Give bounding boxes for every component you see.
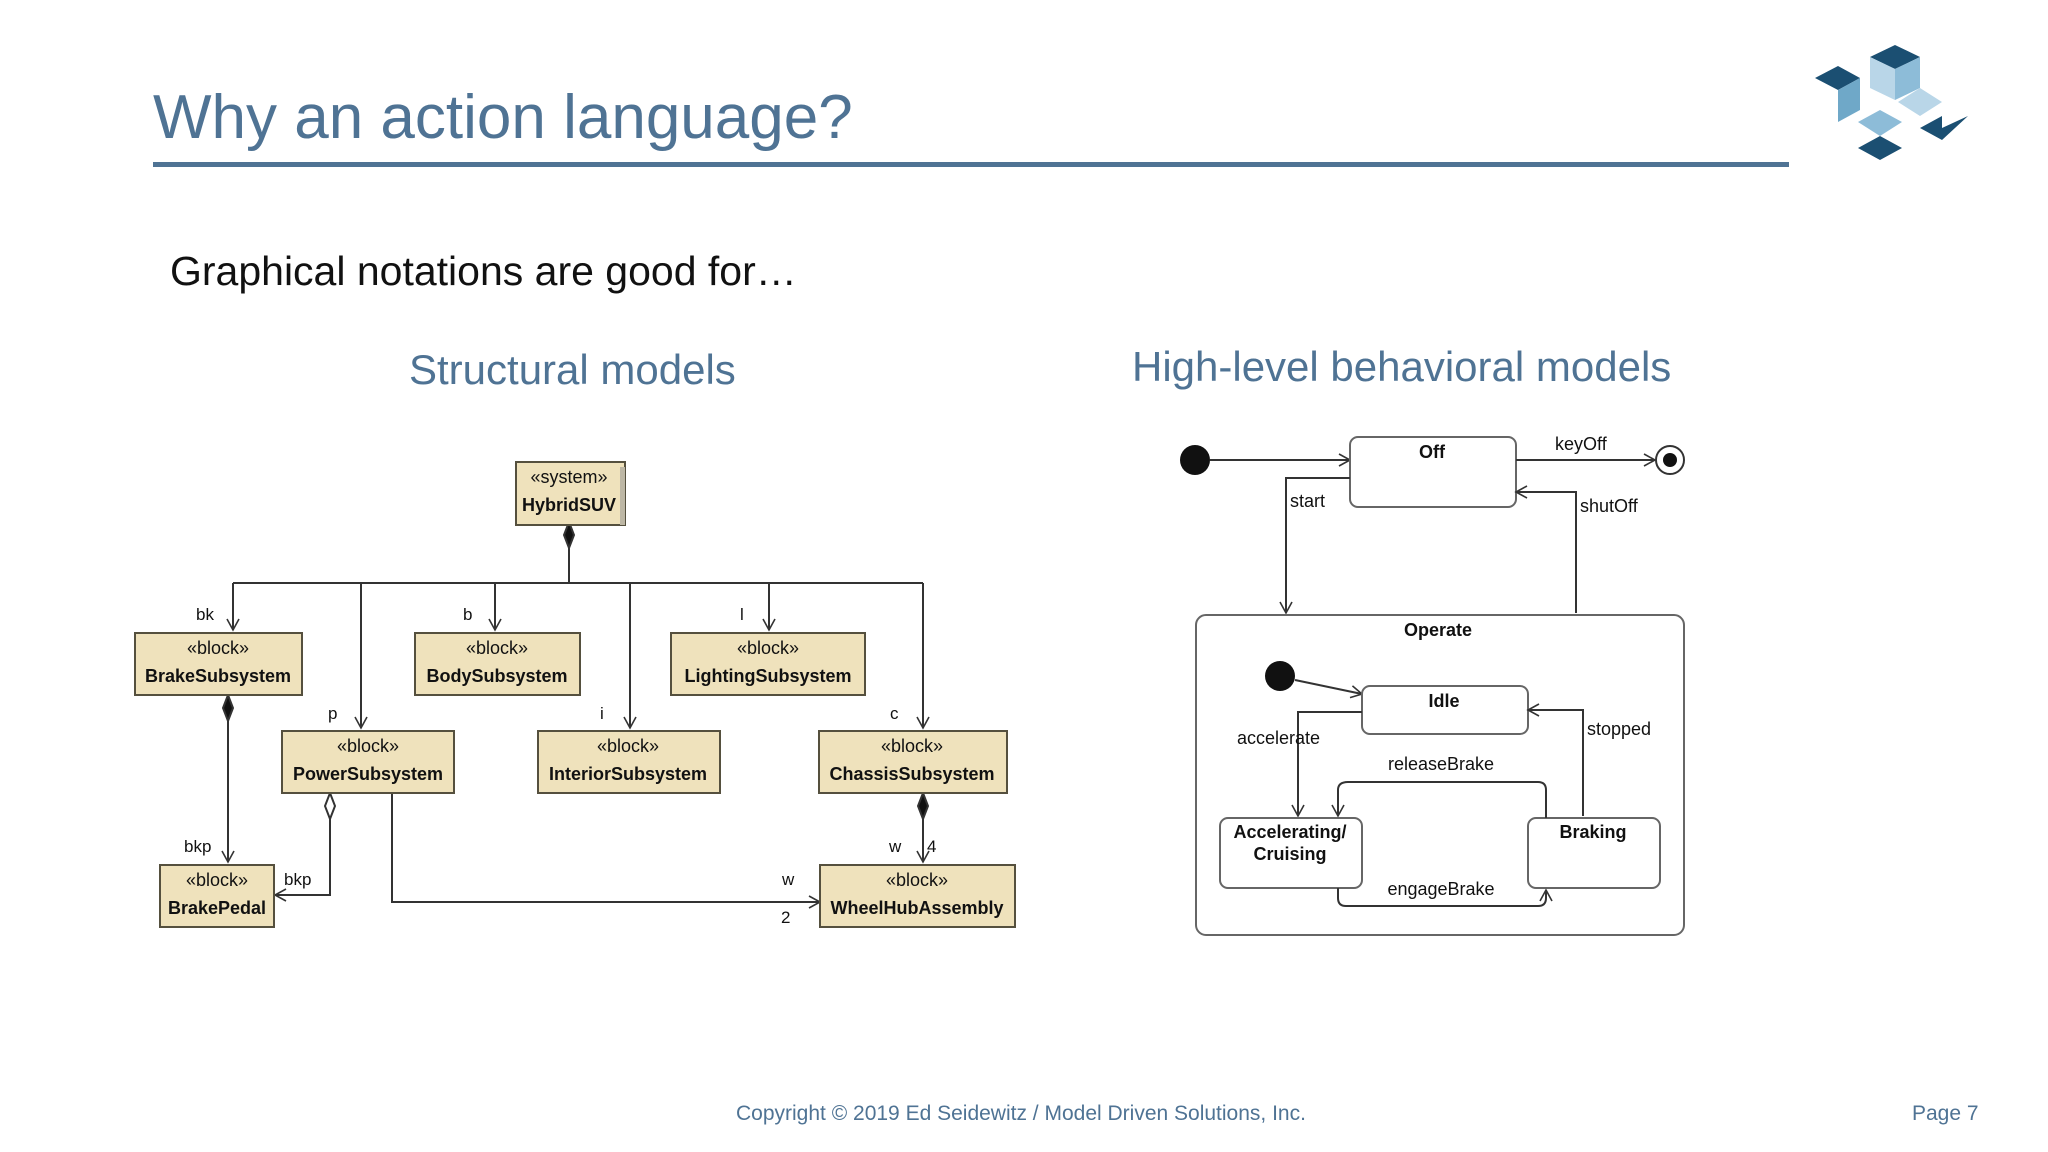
composition-diamond (562, 519, 576, 551)
block-stereotype: «block» (881, 736, 943, 756)
role-label: bk (196, 605, 214, 624)
logo-tile-right-upper (1898, 88, 1942, 116)
state-accelerating (1219, 817, 1363, 889)
block-stereotype: «block» (186, 870, 248, 890)
block-name: PowerSubsystem (293, 764, 443, 784)
block-powersubsystem: «block» PowerSubsystem (281, 730, 455, 794)
transition-label: accelerate (1237, 728, 1320, 748)
block-stereotype: «block» (187, 638, 249, 658)
state-operate-label: Operate (1404, 620, 1472, 640)
transition-stopped (1526, 703, 1584, 816)
transition-releasebrake (1331, 781, 1547, 818)
transition-label: keyOff (1555, 434, 1608, 454)
page-number: Page 7 (1912, 1102, 1979, 1125)
state-braking (1527, 817, 1661, 889)
final-state-dot (1663, 453, 1677, 467)
role-label: bkp (284, 870, 311, 889)
brake-diamond (221, 692, 235, 724)
chassis-diamond (916, 790, 930, 822)
block-stereotype: «block» (597, 736, 659, 756)
inner-initial-state (1265, 661, 1295, 691)
block-name: HybridSUV (522, 495, 616, 515)
block-stereotype: «block» (337, 736, 399, 756)
slide-title: Why an action language? (153, 83, 853, 152)
company-logo (1815, 45, 1968, 160)
state-off (1349, 436, 1517, 508)
block-hybridsuv: «system» HybridSUV (515, 461, 626, 526)
transition-shutoff (1514, 485, 1577, 613)
transition-accelerate (1291, 711, 1362, 818)
transition-inner-initial (1294, 679, 1364, 699)
logo-tile-center-right (1895, 57, 1920, 100)
block-wheelhubassembly: «block» WheelHubAssembly (819, 864, 1016, 928)
block-brakepedal: «block» BrakePedal (159, 864, 275, 928)
logo-tile-center (1870, 57, 1895, 100)
block-bodysubsystem: «block» BodySubsystem (414, 632, 581, 696)
transition-label: engageBrake (1387, 879, 1494, 899)
behavioral-heading: High-level behavioral models (1132, 343, 1672, 390)
role-label: bkp (184, 837, 211, 856)
logo-tile-bottom-dark (1858, 136, 1902, 160)
structural-heading: Structural models (409, 346, 736, 393)
role-label: c (890, 704, 899, 723)
state-off-label: Off (1419, 442, 1446, 462)
block-name: BodySubsystem (426, 666, 567, 686)
transition-start (1279, 477, 1350, 615)
state-accelerating-label: Accelerating/ (1233, 822, 1346, 842)
logo-tile-left (1815, 66, 1860, 90)
block-name: BrakePedal (168, 898, 266, 918)
block-name: ChassisSubsystem (829, 764, 994, 784)
bullet-text: Graphical notations are good for… (170, 248, 797, 294)
initial-state (1180, 445, 1210, 475)
role-label: w (888, 837, 902, 856)
block-chassissubsystem: «block» ChassisSubsystem (818, 730, 1008, 794)
state-idle-label: Idle (1428, 691, 1459, 711)
role-label: i (600, 704, 604, 723)
transition-label: stopped (1587, 719, 1651, 739)
link-power-pedal (273, 819, 331, 902)
link-power-wheel (391, 793, 822, 909)
title-underline (153, 162, 1789, 167)
state-machine-diagram (1180, 436, 1685, 936)
block-stereotype: «system» (530, 467, 607, 487)
state-cruising-label: Cruising (1253, 844, 1326, 864)
block-interiorsubsystem: «block» InteriorSubsystem (537, 730, 721, 794)
power-open-diamond (323, 790, 337, 822)
block-name: BrakeSubsystem (145, 666, 291, 686)
copyright-text: Copyright © 2019 Ed Seidewitz / Model Dr… (736, 1102, 1306, 1125)
transition-label: shutOff (1580, 496, 1639, 516)
logo-tile-bottom (1858, 110, 1902, 136)
role-label: w (781, 870, 795, 889)
transition-label: releaseBrake (1388, 754, 1494, 774)
role-label: p (328, 704, 337, 723)
logo-tile-right (1920, 116, 1968, 140)
block-brakesubsystem: «block» BrakeSubsystem (134, 632, 303, 696)
role-label: b (463, 605, 472, 624)
block-name: LightingSubsystem (684, 666, 851, 686)
block-name: InteriorSubsystem (549, 764, 707, 784)
block-stereotype: «block» (737, 638, 799, 658)
block-stereotype: «block» (886, 870, 948, 890)
role-label: l (740, 605, 744, 624)
block-stereotype: «block» (466, 638, 528, 658)
logo-tile-mid-left (1838, 78, 1860, 122)
transition-label: start (1290, 491, 1325, 511)
state-braking-label: Braking (1559, 822, 1626, 842)
multiplicity-label: 2 (781, 908, 790, 927)
transition-engagebrake (1337, 888, 1553, 907)
structural-diagram (221, 519, 930, 909)
multiplicity-label: 4 (927, 837, 936, 856)
block-name: WheelHubAssembly (830, 898, 1003, 918)
block-lightingsubsystem: «block» LightingSubsystem (670, 632, 866, 696)
